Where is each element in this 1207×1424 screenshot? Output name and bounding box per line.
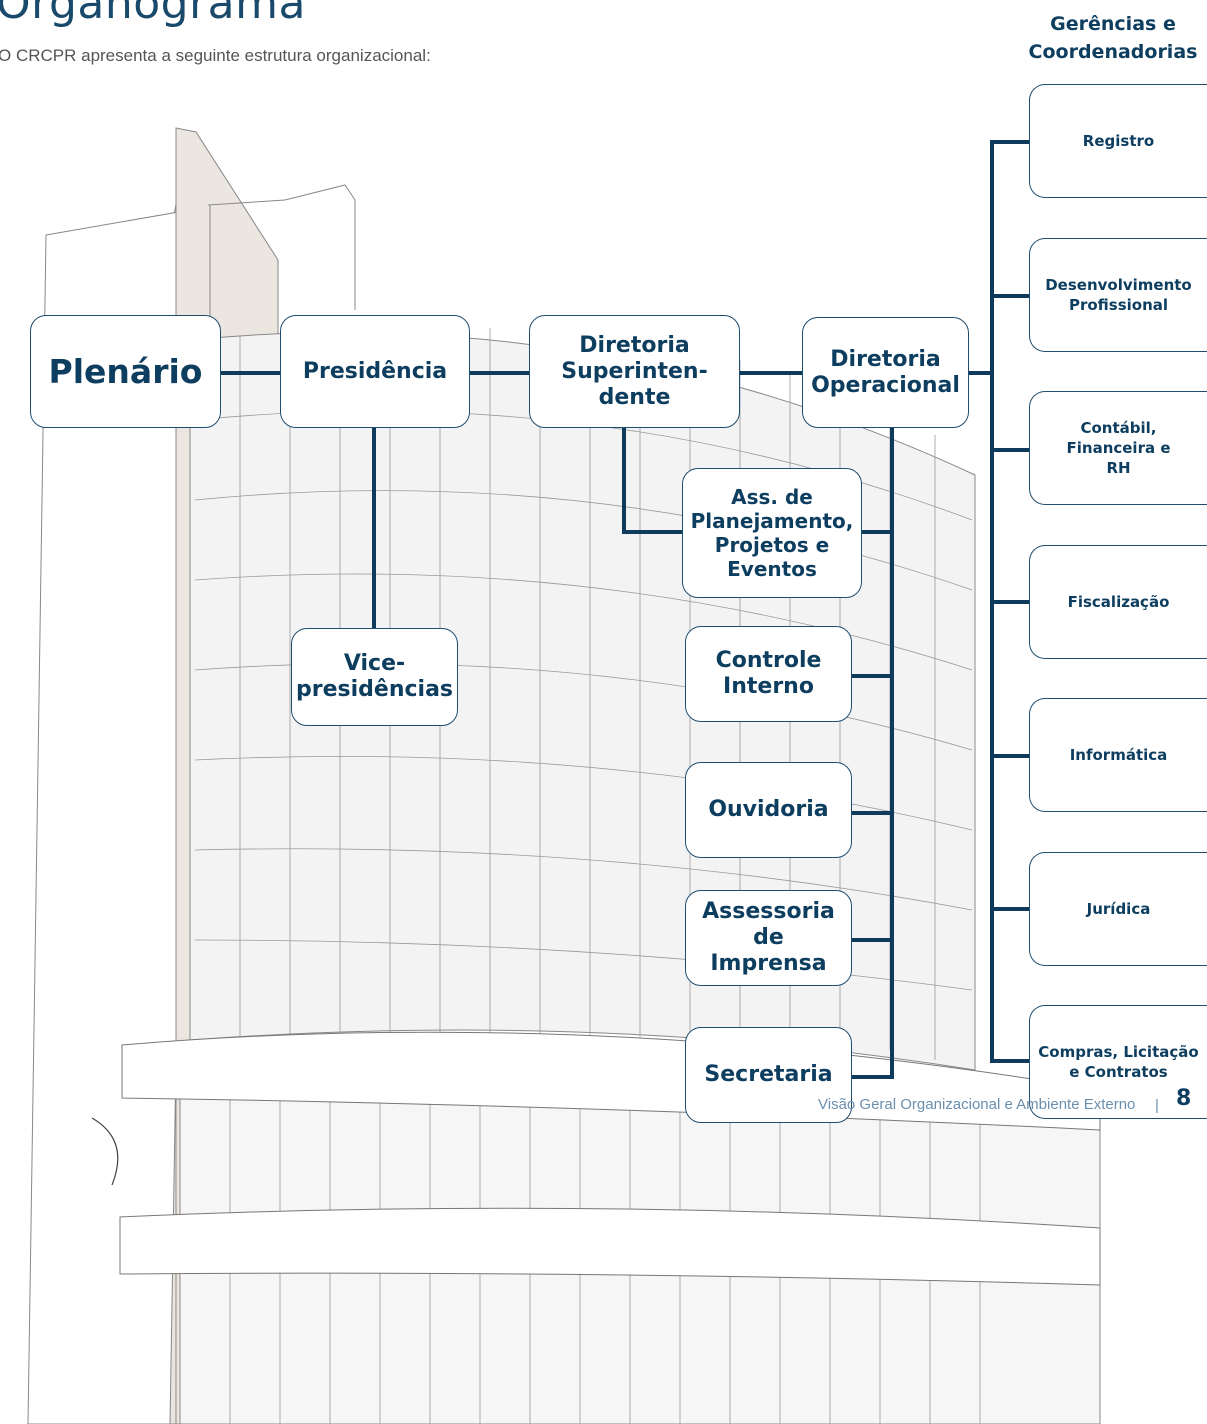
box-vice-presidencias: Vice- presidências (291, 628, 458, 726)
box-controle-interno: Controle Interno (685, 626, 852, 722)
page-title: Organograma (0, 0, 306, 29)
connector-planejamento-trunk (862, 530, 894, 534)
box-diretoria-superintendente: Diretoria Superinten- dente (529, 315, 740, 428)
box-gerencia-compras: Compras, Licitação e Contratos (1029, 1005, 1207, 1119)
connector-presidencia-superintendente (469, 371, 531, 375)
connector-ouvidoria-trunk (852, 811, 894, 815)
connector-presidencia-vice (372, 428, 376, 630)
connector-plenario-presidencia (220, 371, 282, 375)
connector-gerencia-compras (990, 1059, 1030, 1063)
connector-gerencia-informatica (990, 754, 1030, 758)
connector-operacional-gerencias (967, 371, 993, 375)
box-presidencia: Presidência (280, 315, 470, 428)
box-ouvidoria: Ouvidoria (685, 762, 852, 858)
page-subtitle: O CRCPR apresenta a seguinte estrutura o… (0, 46, 431, 65)
box-gerencia-desenvolvimento: Desenvolvimento Profissional (1029, 238, 1207, 352)
connector-superintendente-operacional (739, 371, 805, 375)
connector-operacional-trunk (890, 428, 894, 1079)
connector-superintendente-down (622, 428, 626, 534)
box-assessoria-planejamento: Ass. de Planejamento, Projetos e Eventos (682, 468, 862, 598)
box-secretaria: Secretaria (685, 1027, 852, 1123)
box-gerencia-juridica: Jurídica (1029, 852, 1207, 966)
box-gerencia-fiscalizacao: Fiscalização (1029, 545, 1207, 659)
box-gerencia-contabil: Contábil, Financeira e RH (1029, 391, 1207, 505)
gerencias-heading: Gerências e Coordenadorias (1028, 13, 1198, 63)
page-number: 8 (1176, 1086, 1192, 1111)
footer-section-title: Visão Geral Organizacional e Ambiente Ex… (818, 1096, 1136, 1113)
connector-imprensa-trunk (852, 938, 894, 942)
connector-controle-trunk (852, 674, 894, 678)
box-plenario: Plenário (30, 315, 221, 428)
connector-gerencia-juridica (990, 907, 1030, 911)
connector-gerencia-desenvolvimento (990, 294, 1030, 298)
box-diretoria-operacional: Diretoria Operacional (802, 317, 969, 428)
connector-secretaria-trunk (852, 1075, 894, 1079)
connector-gerencia-fiscalizacao (990, 600, 1030, 604)
footer-separator: | (1155, 1097, 1159, 1114)
connector-gerencia-registro (990, 140, 1030, 144)
box-gerencia-informatica: Informática (1029, 698, 1207, 812)
box-gerencia-registro: Registro (1029, 84, 1207, 198)
connector-gerencia-contabil (990, 448, 1030, 452)
box-assessoria-imprensa: Assessoria de Imprensa (685, 890, 852, 986)
connector-superintendente-planejamento (622, 530, 684, 534)
